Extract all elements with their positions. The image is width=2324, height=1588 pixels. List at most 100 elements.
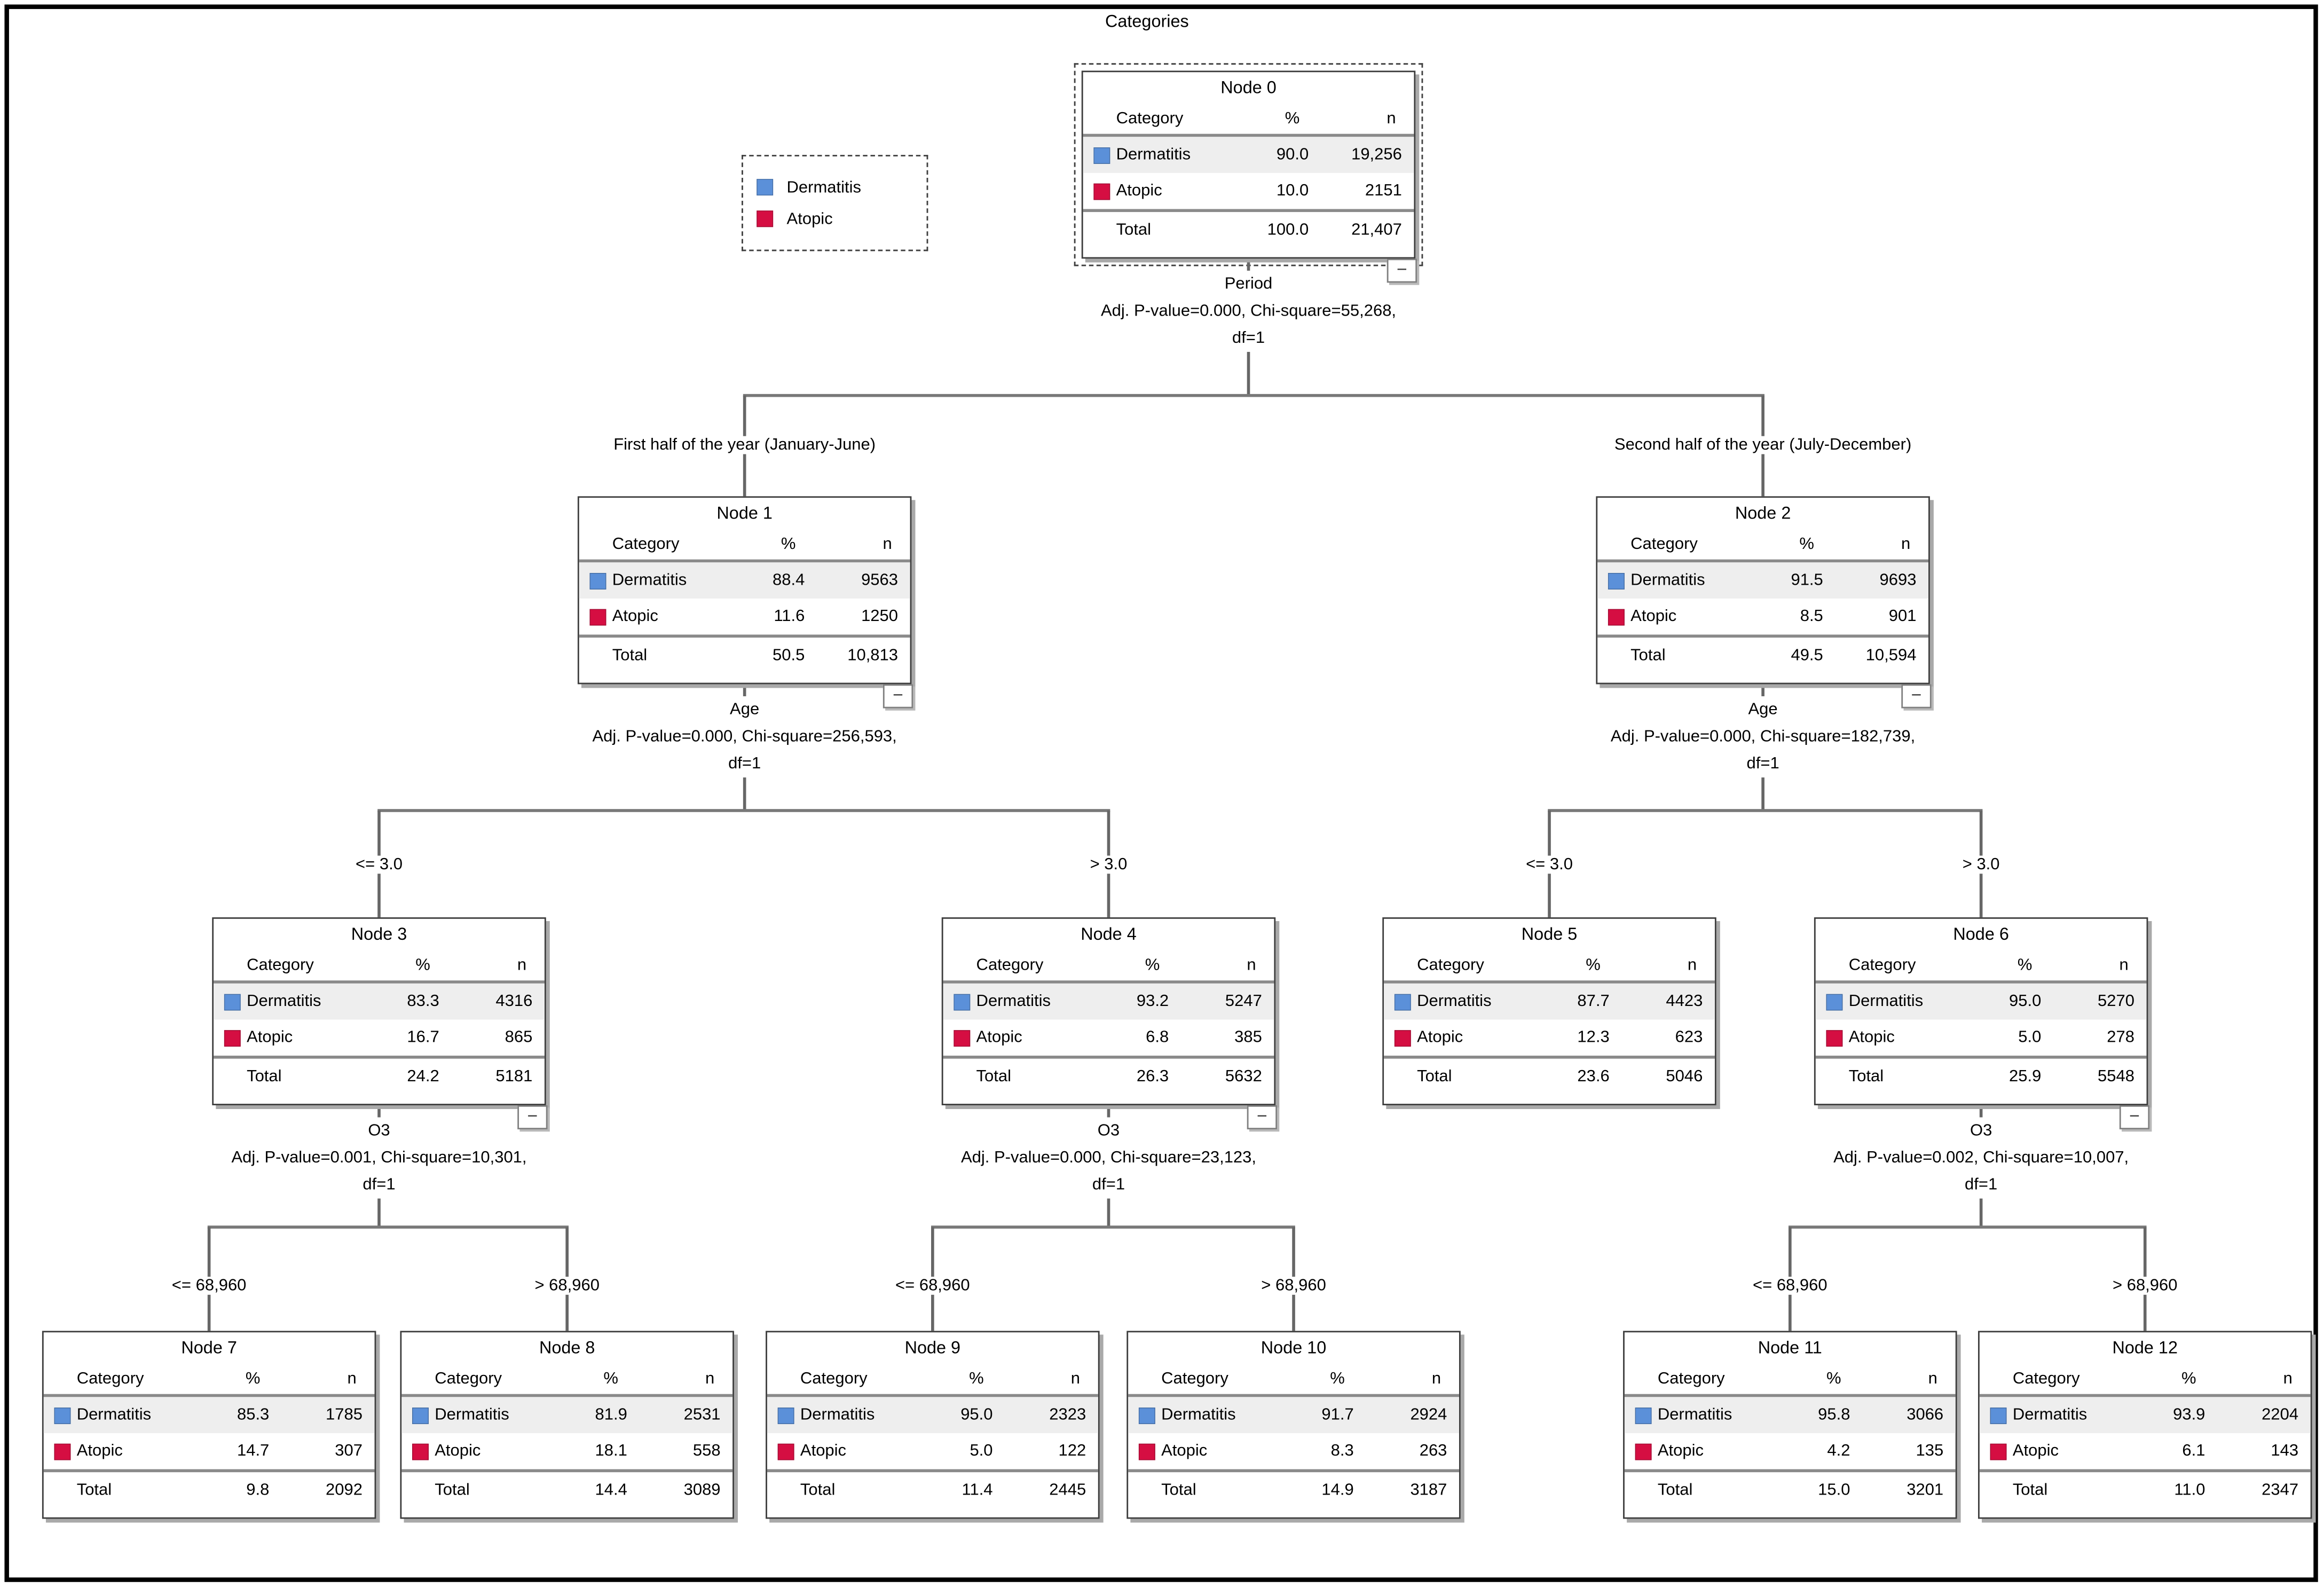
n-cell: 901: [1888, 607, 1917, 626]
n-cell: 4423: [1666, 992, 1703, 1011]
collapse-button[interactable]: −: [1386, 258, 1417, 283]
column-header-category: Category: [800, 1370, 868, 1388]
n-cell: 2445: [1049, 1481, 1086, 1499]
dermatitis-swatch-icon: [1608, 572, 1625, 589]
n-cell: 2204: [2262, 1406, 2299, 1425]
split-variable: Age: [1748, 701, 1778, 719]
collapse-button[interactable]: −: [1247, 1105, 1278, 1130]
node-table-header: Category%n: [1384, 950, 1715, 984]
column-header-n: n: [1901, 535, 1911, 554]
n-cell: 5181: [495, 1067, 533, 1086]
category-cell: Dermatitis: [1417, 992, 1492, 1011]
category-cell: Dermatitis: [1848, 992, 1924, 1011]
node-title: Node 7: [181, 1340, 237, 1358]
category-cell: Total: [1417, 1067, 1452, 1086]
atopic-swatch-icon: [1990, 1443, 2007, 1460]
split-df: df=1: [1746, 754, 1779, 773]
n-cell: 5632: [1225, 1067, 1262, 1086]
column-header-n: n: [1431, 1370, 1441, 1388]
column-header-n: n: [1070, 1370, 1080, 1388]
n-cell: 122: [1058, 1442, 1086, 1460]
n-cell: 3089: [683, 1481, 721, 1499]
atopic-swatch-icon: [777, 1443, 794, 1460]
percent-cell: 11.0: [2174, 1481, 2205, 1499]
category-cell: Dermatitis: [1116, 146, 1191, 164]
column-header-category: Category: [247, 956, 314, 974]
column-header-percent: %: [1586, 956, 1601, 974]
percent-cell: 10.0: [1276, 182, 1309, 200]
collapse-button[interactable]: −: [517, 1105, 548, 1130]
atopic-swatch-icon: [589, 608, 606, 625]
split-stats: Adj. P-value=0.000, Chi-square=256,593,: [592, 728, 897, 746]
category-cell: Total: [1161, 1481, 1196, 1499]
n-cell: 1250: [861, 607, 899, 626]
percent-cell: 83.3: [407, 992, 439, 1011]
atopic-swatch-icon: [1635, 1443, 1652, 1460]
category-cell: Total: [2012, 1481, 2048, 1499]
category-cell: Atopic: [1848, 1028, 1895, 1047]
atopic-swatch-icon: [1093, 183, 1110, 200]
column-header-percent: %: [1799, 535, 1814, 554]
node-title: Node 4: [1081, 926, 1137, 945]
collapse-button[interactable]: −: [883, 684, 913, 709]
n-cell: 5548: [2098, 1067, 2135, 1086]
atopic-swatch-icon: [1138, 1443, 1155, 1460]
n-cell: 19,256: [1351, 146, 1402, 164]
column-header-category: Category: [1657, 1370, 1725, 1388]
outer-frame: [4, 4, 2318, 1582]
connector-vertical: [1762, 777, 1764, 811]
percent-cell: 11.6: [774, 607, 805, 626]
percent-cell: 91.7: [1321, 1406, 1354, 1425]
collapse-button[interactable]: −: [2119, 1105, 2150, 1130]
split-variable: O3: [1097, 1121, 1120, 1140]
column-header-n: n: [2119, 956, 2129, 974]
branch-label: > 68,960: [1255, 1277, 1333, 1295]
category-cell: Atopic: [1161, 1442, 1208, 1460]
n-cell: 307: [335, 1442, 363, 1460]
legend-label: Dermatitis: [786, 178, 862, 196]
split-stats: Adj. P-value=0.002, Chi-square=10,007,: [1833, 1149, 2129, 1167]
percent-cell: 14.4: [595, 1481, 627, 1499]
legend-label: Atopic: [786, 209, 833, 228]
n-cell: 2924: [1410, 1406, 1447, 1425]
connector-stub: [1107, 1105, 1110, 1118]
dermatitis-swatch-icon: [1635, 1406, 1652, 1424]
dermatitis-swatch-icon: [1093, 146, 1110, 163]
node-title: Node 0: [1220, 80, 1277, 98]
page-title: Categories: [1105, 13, 1189, 32]
connector-elbow: [1789, 1225, 2146, 1229]
dermatitis-swatch-icon: [1990, 1406, 2007, 1424]
column-header-n: n: [1687, 956, 1697, 974]
node-title: Node 2: [1735, 505, 1791, 524]
percent-cell: 14.9: [1321, 1481, 1354, 1499]
branch-label: > 68,960: [529, 1277, 606, 1295]
dermatitis-swatch-icon: [589, 572, 606, 589]
collapse-button[interactable]: −: [1901, 684, 1932, 709]
